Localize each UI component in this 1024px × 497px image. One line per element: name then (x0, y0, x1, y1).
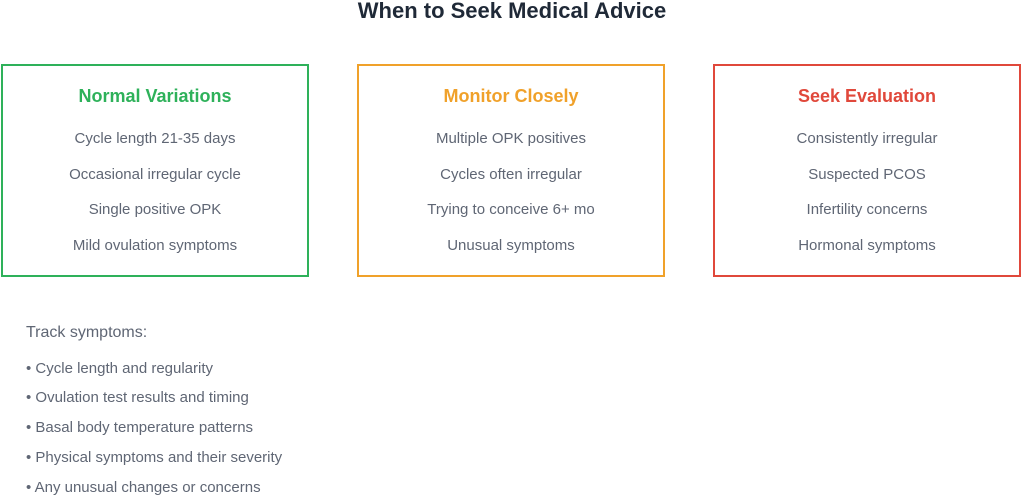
track-item: • Basal body temperature patterns (26, 419, 254, 436)
box-item: Unusual symptoms (447, 237, 575, 254)
track-item: • Any unusual changes or concerns (26, 479, 261, 496)
box-title: Normal Variations (78, 86, 232, 106)
box-title: Monitor Closely (443, 86, 579, 106)
seek-evaluation-box: Seek Evaluation Consistently irregular S… (713, 64, 1021, 277)
box-item: Consistently irregular (796, 130, 938, 147)
box-item: Cycles often irregular (440, 166, 582, 183)
page-title: When to Seek Medical Advice (357, 0, 667, 23)
track-item: • Ovulation test results and timing (26, 389, 249, 406)
monitor-closely-box: Monitor Closely Multiple OPK positives C… (357, 64, 665, 277)
track-item: • Physical symptoms and their severity (26, 449, 283, 466)
box-item: Infertility concerns (806, 201, 928, 218)
normal-variations-box: Normal Variations Cycle length 21-35 day… (1, 64, 309, 277)
box-item: Trying to conceive 6+ mo (427, 201, 595, 218)
box-item: Cycle length 21-35 days (74, 130, 236, 147)
track-symptoms-heading: Track symptoms: (26, 324, 148, 341)
box-item: Mild ovulation symptoms (72, 237, 238, 254)
box-item: Single positive OPK (88, 201, 222, 218)
box-item: Multiple OPK positives (435, 130, 587, 147)
box-item: Suspected PCOS (808, 166, 926, 183)
box-item: Occasional irregular cycle (69, 166, 241, 183)
box-item: Hormonal symptoms (798, 237, 936, 254)
box-title: Seek Evaluation (797, 86, 937, 106)
track-item: • Cycle length and regularity (26, 360, 214, 377)
